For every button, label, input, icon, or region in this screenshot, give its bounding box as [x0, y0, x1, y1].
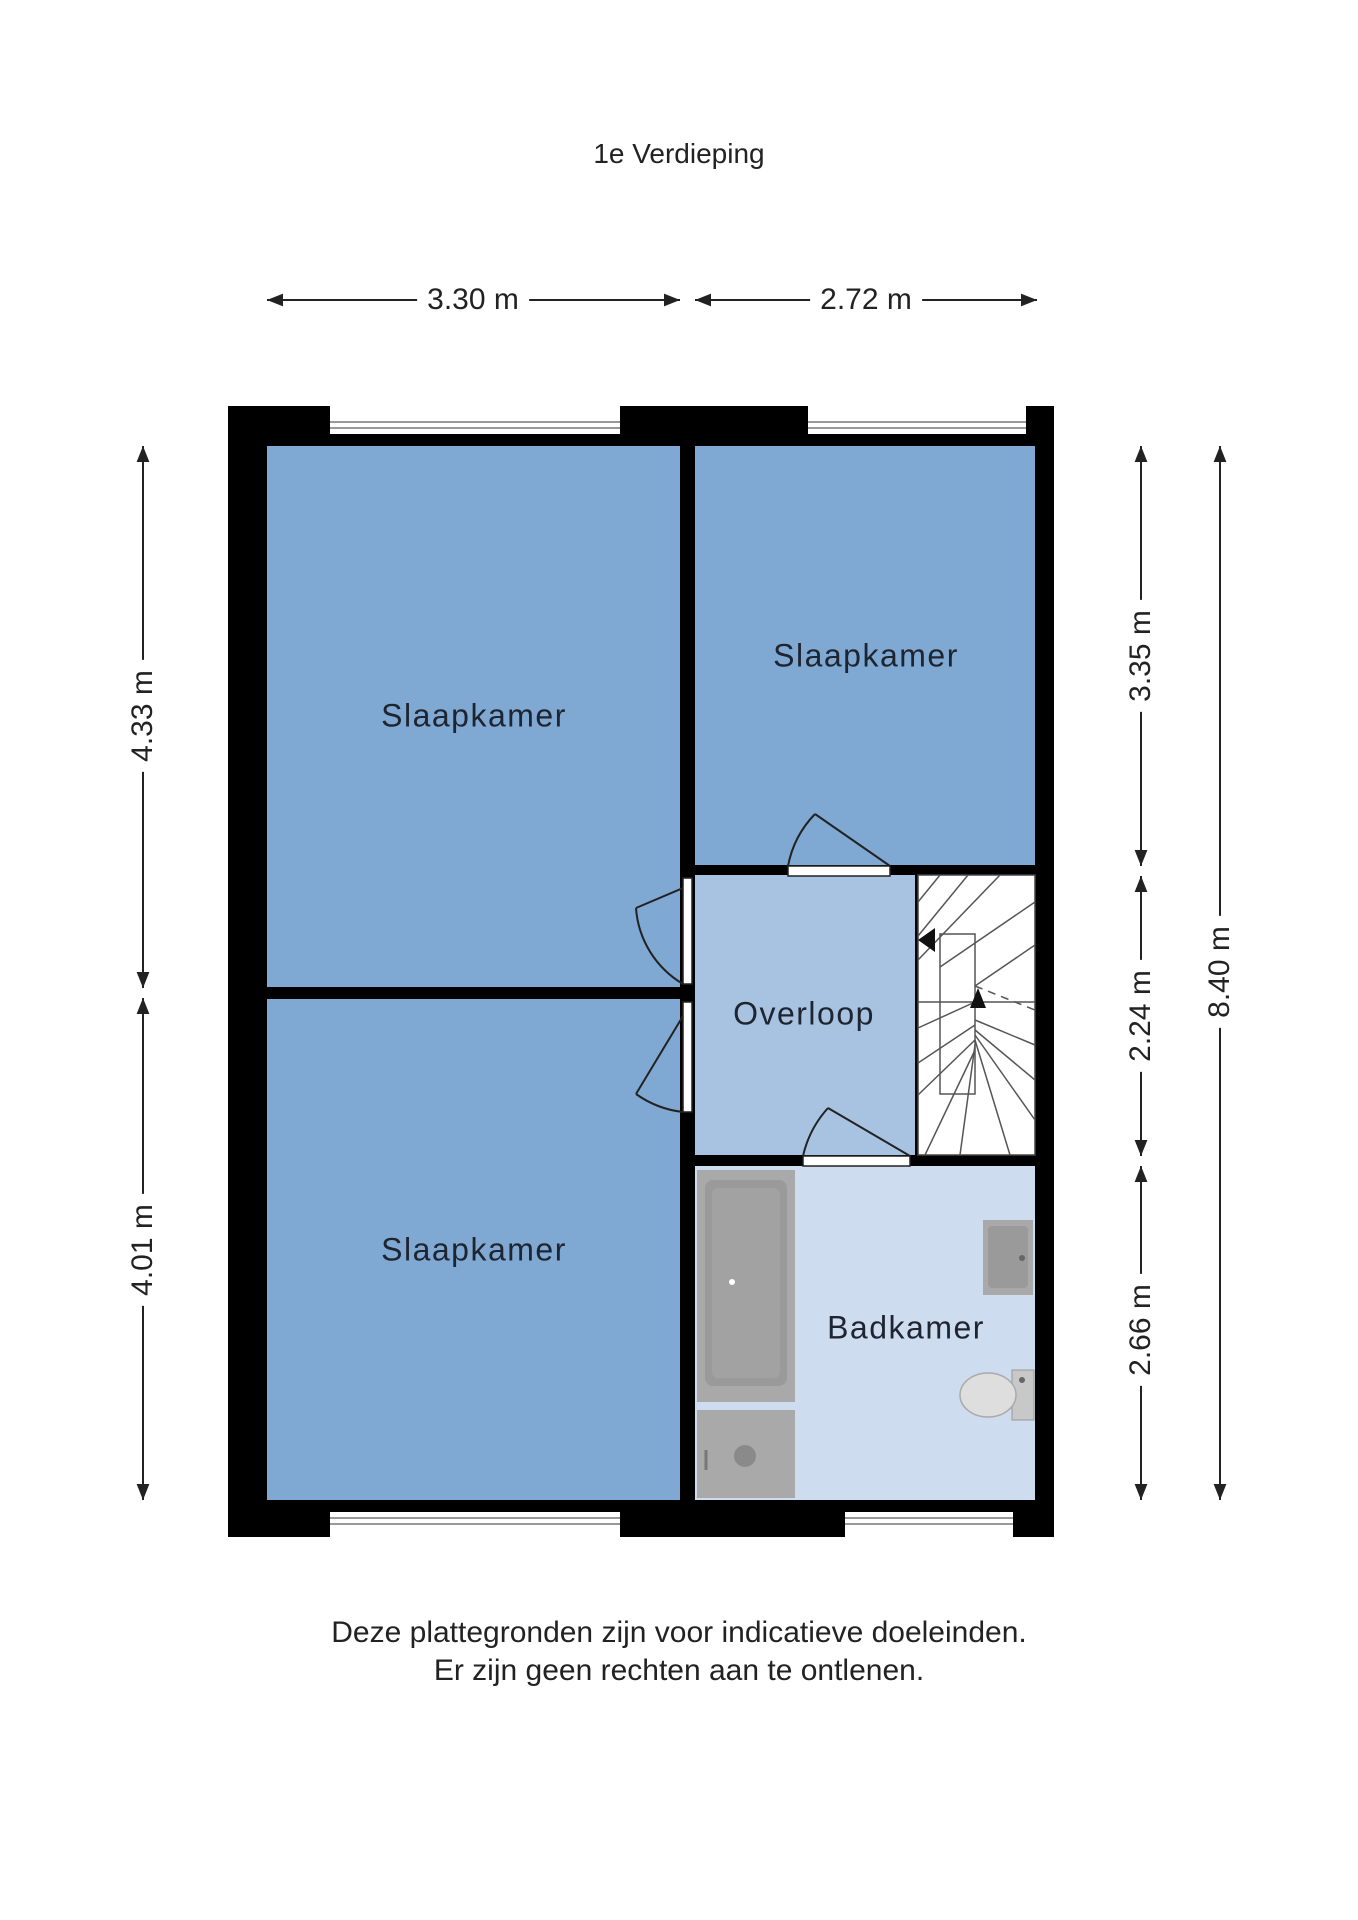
room-label-bathroom: Badkamer	[827, 1309, 985, 1346]
room-landing	[695, 875, 915, 1155]
door-bathroom	[802, 1107, 911, 1167]
window-bottom-left	[330, 1512, 620, 1537]
dim-left-upper: 4.33 m	[126, 660, 160, 772]
toilet	[959, 1369, 1035, 1421]
disclaimer-line-2: Er zijn geen rechten aan te ontlenen.	[433, 1654, 925, 1687]
window-top-right	[808, 406, 1026, 434]
room-label-landing: Overloop	[733, 995, 875, 1032]
dim-top-right: 2.72 m	[810, 283, 922, 317]
dim-right-upper: 3.35 m	[1124, 600, 1158, 712]
door-bedroom-bottom-left	[635, 1001, 693, 1113]
disclaimer: Deze plattegronden zijn voor indicatieve…	[0, 1614, 1358, 1690]
sink	[983, 1220, 1033, 1295]
dim-right-total: 8.40 m	[1203, 916, 1237, 1028]
door-bedroom-top-left	[635, 877, 693, 985]
stair-arrow	[918, 928, 986, 1008]
room-label-bedroom-top-left: Slaapkamer	[381, 697, 567, 734]
window-bottom-right	[845, 1512, 1013, 1537]
disclaimer-line-1: Deze plattegronden zijn voor indicatieve…	[331, 1616, 1027, 1649]
dim-top-left: 3.30 m	[417, 283, 529, 317]
room-bedroom-top-right	[695, 446, 1035, 865]
room-label-bedroom-bottom-left: Slaapkamer	[381, 1231, 567, 1268]
dim-left-lower: 4.01 m	[126, 1194, 160, 1306]
floor-title: 1e Verdieping	[593, 138, 765, 169]
room-label-bedroom-top-right: Slaapkamer	[773, 637, 959, 674]
dim-right-lower: 2.66 m	[1124, 1274, 1158, 1386]
room-stairwell	[918, 875, 1035, 1155]
bathtub	[697, 1170, 795, 1402]
room-bedroom-bottom-left	[267, 999, 680, 1500]
window-top-left	[330, 406, 620, 434]
door-bedroom-top-right	[787, 813, 891, 877]
room-bedroom-top-left	[267, 446, 680, 987]
dim-right-middle: 2.24 m	[1124, 960, 1158, 1072]
shower	[697, 1410, 795, 1498]
